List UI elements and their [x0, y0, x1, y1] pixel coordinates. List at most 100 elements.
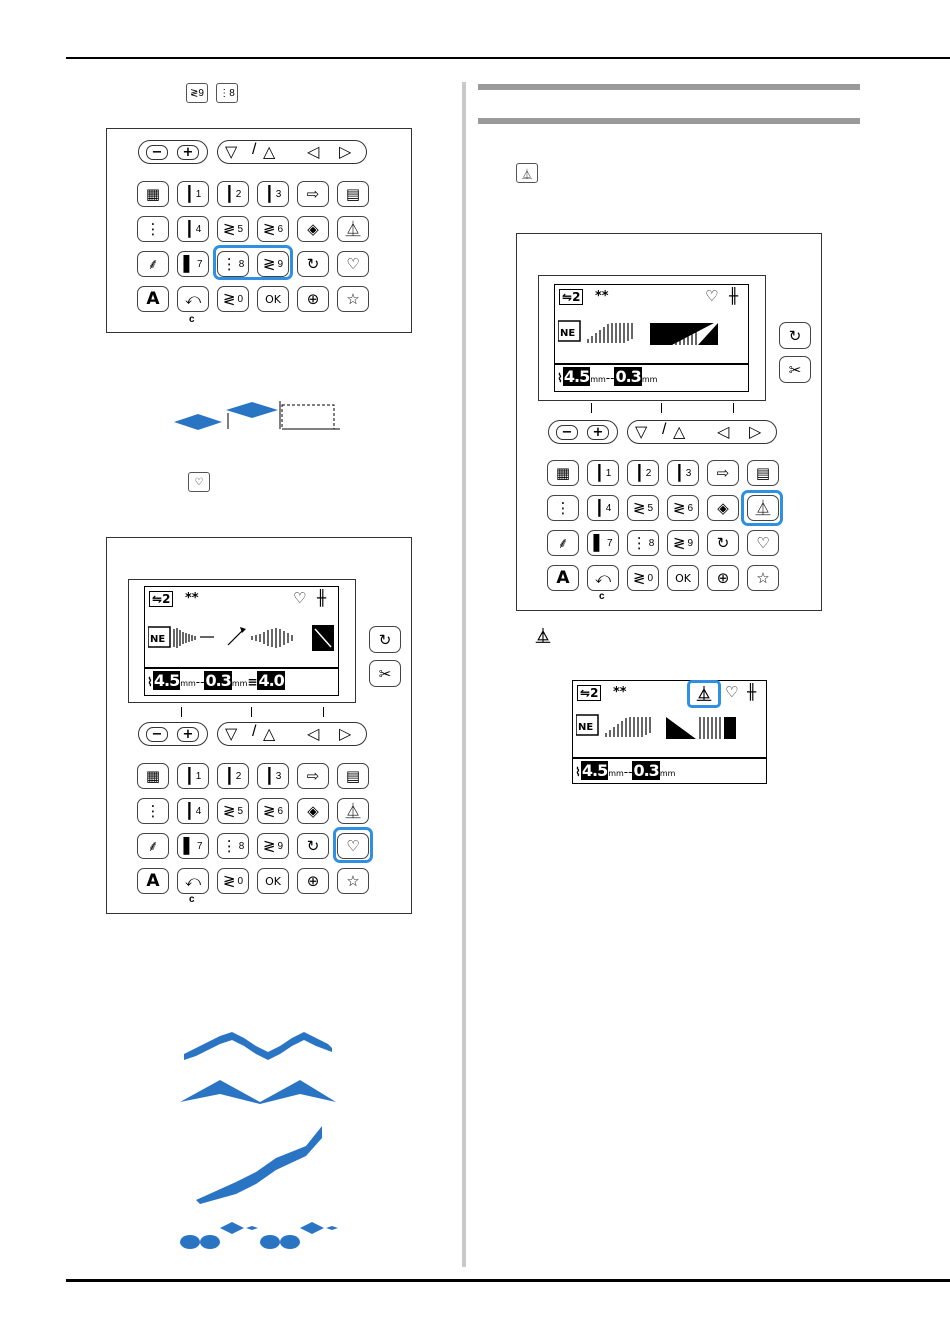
util-1-button[interactable]: ┃1	[587, 460, 619, 486]
memory-button[interactable]: ▦	[547, 460, 579, 486]
arrow-button[interactable]: ⇨	[297, 181, 329, 207]
ok-button[interactable]: OK	[667, 565, 699, 591]
tension-left-button[interactable]: ◁	[717, 422, 730, 441]
letter-button[interactable]: A	[137, 868, 169, 894]
util-4-button[interactable]: ┃4	[177, 216, 209, 242]
mirror-button[interactable]: ⏅	[747, 495, 779, 521]
decorative-button[interactable]: ⸙	[137, 833, 169, 859]
thread-cutter-button[interactable]: ✂	[779, 356, 811, 383]
memory-button[interactable]: ▦	[137, 181, 169, 207]
stitch-sample-4f	[280, 1235, 300, 1249]
util-3-button[interactable]: ┃3	[257, 181, 289, 207]
reverse-button[interactable]: ↻	[297, 251, 329, 277]
arrow-button[interactable]: ⇨	[297, 763, 329, 789]
tension-right-button[interactable]: ▷	[339, 142, 352, 161]
reverse-button[interactable]: ↻	[779, 322, 811, 349]
util-9-button[interactable]: ≷9	[257, 833, 289, 859]
decorative-button[interactable]: ⸙	[547, 530, 579, 556]
heart-button[interactable]: ♡	[747, 530, 779, 556]
length-up-button[interactable]: △	[673, 422, 686, 441]
buttonhole-button[interactable]: ⋮	[137, 798, 169, 824]
arrow-button[interactable]: ⇨	[707, 460, 739, 486]
bobbin-button[interactable]: ⊕	[297, 286, 329, 312]
reverse-button[interactable]: ↻	[297, 833, 329, 859]
tension-right-button[interactable]: ▷	[749, 422, 762, 441]
list-icon: ▤	[345, 766, 361, 785]
util-6-number: 6	[277, 223, 284, 235]
length-down-button[interactable]: ▽	[225, 142, 238, 161]
util-5-button[interactable]: ≷5	[217, 798, 249, 824]
width-plus-button[interactable]: +	[177, 145, 199, 160]
util-2-button[interactable]: ┃2	[217, 763, 249, 789]
bobbin-button[interactable]: ⊕	[707, 565, 739, 591]
diamond-button[interactable]: ◈	[707, 495, 739, 521]
back-button[interactable]: ⤺	[177, 286, 209, 312]
letter-button[interactable]: A	[137, 286, 169, 312]
util-1-button[interactable]: ┃1	[177, 181, 209, 207]
pattern-button[interactable]: ☆	[337, 286, 369, 312]
util-1-button[interactable]: ┃1	[177, 763, 209, 789]
util-8-button[interactable]: ⋮8	[627, 530, 659, 556]
util-2-button[interactable]: ┃2	[217, 181, 249, 207]
ok-button[interactable]: OK	[257, 286, 289, 312]
util-8-button[interactable]: ⋮8	[217, 251, 249, 277]
decorative-button[interactable]: ⸙	[137, 251, 169, 277]
length-down-button[interactable]: ▽	[635, 422, 648, 441]
util-2-button[interactable]: ┃2	[627, 460, 659, 486]
ok-button[interactable]: OK	[257, 868, 289, 894]
mirror-small-icon: ⏅	[536, 629, 550, 645]
back-button[interactable]: ⤺	[587, 565, 619, 591]
mirror-button[interactable]: ⏅	[337, 216, 369, 242]
letter-button[interactable]: A	[547, 565, 579, 591]
diamond-button[interactable]: ◈	[297, 798, 329, 824]
width-minus-button[interactable]: −	[146, 727, 168, 742]
bobbin-button[interactable]: ⊕	[297, 868, 329, 894]
util-6-button[interactable]: ≷6	[667, 495, 699, 521]
util-9-button[interactable]: ≷9	[257, 251, 289, 277]
util-0-button[interactable]: ≷0	[217, 868, 249, 894]
diamond-button[interactable]: ◈	[297, 216, 329, 242]
util-5-button[interactable]: ≷5	[627, 495, 659, 521]
memory-button[interactable]: ▦	[137, 763, 169, 789]
util-3-button[interactable]: ┃3	[257, 763, 289, 789]
util-4-number: 4	[195, 805, 202, 817]
util-4-button[interactable]: ┃4	[177, 798, 209, 824]
util-9-button[interactable]: ≷9	[667, 530, 699, 556]
buttonhole-button[interactable]: ⋮	[547, 495, 579, 521]
pattern-button[interactable]: ☆	[747, 565, 779, 591]
util-7-button[interactable]: ▌7	[177, 251, 209, 277]
util-0-button[interactable]: ≷0	[627, 565, 659, 591]
util-6-button[interactable]: ≷6	[257, 216, 289, 242]
arrow-icon: ⇨	[716, 463, 730, 482]
util-7-button[interactable]: ▌7	[177, 833, 209, 859]
pattern-button[interactable]: ☆	[337, 868, 369, 894]
reverse-button[interactable]: ↻	[707, 530, 739, 556]
heart-button[interactable]: ♡	[337, 833, 369, 859]
heart-button[interactable]: ♡	[337, 251, 369, 277]
width-plus-button[interactable]: +	[587, 425, 609, 440]
list-button[interactable]: ▤	[747, 460, 779, 486]
reverse-button[interactable]: ↻	[369, 626, 401, 653]
width-minus-button[interactable]: −	[556, 425, 578, 440]
list-button[interactable]: ▤	[337, 181, 369, 207]
back-button[interactable]: ⤺	[177, 868, 209, 894]
util-4-button[interactable]: ┃4	[587, 495, 619, 521]
tension-left-button[interactable]: ◁	[307, 724, 320, 743]
util-3-button[interactable]: ┃3	[667, 460, 699, 486]
length-up-button[interactable]: △	[263, 142, 276, 161]
tension-right-button[interactable]: ▷	[339, 724, 352, 743]
util-0-button[interactable]: ≷0	[217, 286, 249, 312]
thread-cutter-button[interactable]: ✂	[369, 660, 401, 687]
list-button[interactable]: ▤	[337, 763, 369, 789]
width-minus-button[interactable]: −	[146, 145, 168, 160]
length-up-button[interactable]: △	[263, 724, 276, 743]
mirror-button[interactable]: ⏅	[337, 798, 369, 824]
length-down-button[interactable]: ▽	[225, 724, 238, 743]
buttonhole-button[interactable]: ⋮	[137, 216, 169, 242]
width-plus-button[interactable]: +	[177, 727, 199, 742]
util-6-button[interactable]: ≷6	[257, 798, 289, 824]
util-5-button[interactable]: ≷5	[217, 216, 249, 242]
util-7-button[interactable]: ▌7	[587, 530, 619, 556]
tension-left-button[interactable]: ◁	[307, 142, 320, 161]
util-8-button[interactable]: ⋮8	[217, 833, 249, 859]
